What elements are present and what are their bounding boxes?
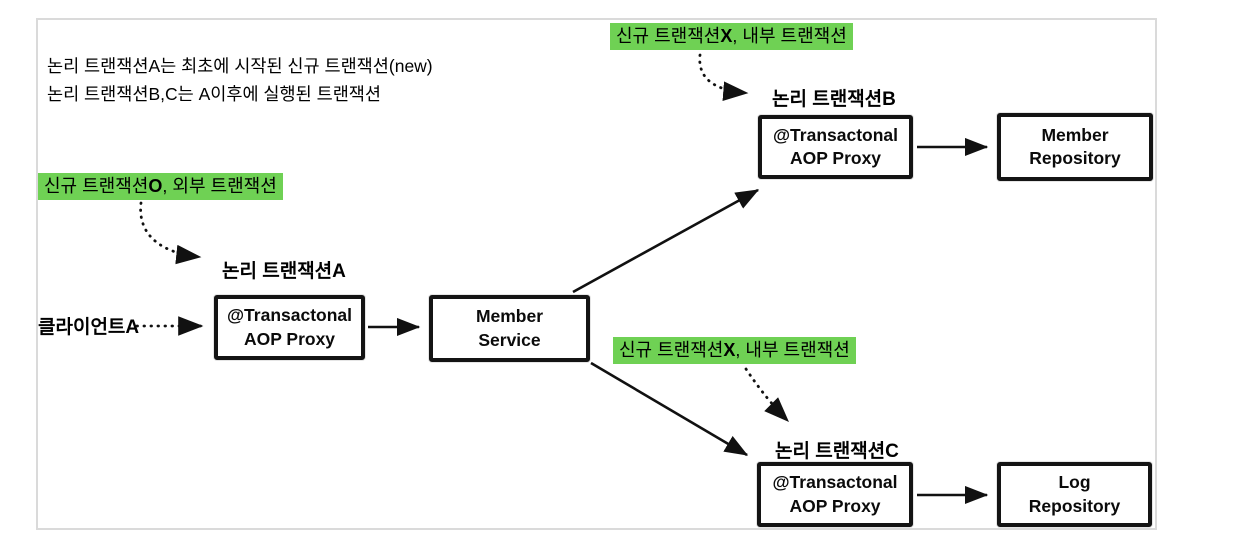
- box-member-repository: Member Repository: [997, 113, 1153, 181]
- client-a-label: 클라이언트A: [38, 317, 140, 338]
- annotation-key-letter: X: [720, 26, 733, 46]
- box-log-repository: Log Repository: [997, 462, 1152, 527]
- annotation-text: 신규 트랜잭션: [619, 340, 724, 360]
- box-label-line: @Transactonal: [772, 472, 898, 493]
- description-line-1: 논리 트랜잭션A는 최초에 시작된 신규 트랜잭션(new): [47, 56, 433, 76]
- box-label-line: AOP Proxy: [789, 495, 881, 516]
- box-label-line: Repository: [1029, 148, 1121, 168]
- annotation-text: , 외부 트랜잭션: [162, 176, 277, 196]
- annotation-new-tx-o-outer: 신규 트랜잭션O, 외부 트랜잭션: [38, 173, 283, 200]
- logical-transaction-a-label: 논리 트랜잭션A: [222, 261, 346, 282]
- box-member-service: Member Service: [429, 295, 590, 362]
- annotation-text: 신규 트랜잭션: [44, 176, 149, 196]
- box-label-line: Member: [1041, 124, 1109, 145]
- box-aop-proxy-left: @Transactonal AOP Proxy: [214, 295, 365, 360]
- annotation-text: 신규 트랜잭션: [616, 26, 721, 46]
- annotation-text: , 내부 트랜잭션: [732, 26, 847, 46]
- annotation-new-tx-x-inner-bottom: 신규 트랜잭션X, 내부 트랜잭션: [613, 337, 856, 364]
- diagram-border: [36, 18, 1157, 530]
- annotation-text: , 내부 트랜잭션: [735, 340, 850, 360]
- box-aop-proxy-bottom: @Transactonal AOP Proxy: [757, 462, 913, 527]
- annotation-key-letter: X: [723, 340, 736, 360]
- box-label-line: Service: [478, 329, 541, 350]
- annotation-key-letter: O: [148, 176, 163, 196]
- box-label-line: AOP Proxy: [789, 148, 882, 168]
- description-line-2: 논리 트랜잭션B,C는 A이후에 실행된 트랜잭션: [47, 84, 381, 104]
- annotation-new-tx-x-inner-top: 신규 트랜잭션X, 내부 트랜잭션: [610, 23, 853, 50]
- box-label-line: AOP Proxy: [243, 328, 336, 349]
- logical-transaction-c-label: 논리 트랜잭션C: [775, 441, 899, 462]
- box-label-line: @Transactonal: [226, 305, 353, 326]
- description-text: 논리 트랜잭션A는 최초에 시작된 신규 트랜잭션(new) 논리 트랜잭션B,…: [47, 52, 433, 108]
- box-label-line: Repository: [1028, 495, 1121, 516]
- box-label-line: Log: [1058, 472, 1091, 493]
- box-aop-proxy-top: @Transactonal AOP Proxy: [758, 115, 913, 179]
- box-label-line: Member: [475, 306, 544, 327]
- box-label-line: @Transactonal: [772, 124, 899, 145]
- logical-transaction-b-label: 논리 트랜잭션B: [772, 89, 896, 110]
